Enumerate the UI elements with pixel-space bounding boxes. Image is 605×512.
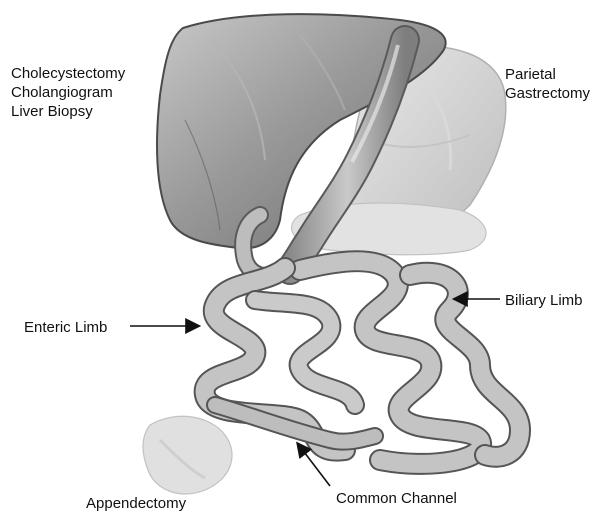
cecum [143, 416, 232, 494]
appendectomy-label: Appendectomy [86, 494, 186, 512]
enteric-limb-label: Enteric Limb [24, 318, 107, 337]
cholecystectomy-text: Cholecystectomy [11, 64, 125, 83]
biliary-limb-label: Biliary Limb [505, 291, 583, 310]
cholangiogram-text: Cholangiogram [11, 83, 125, 102]
parietal-text: Parietal [505, 65, 590, 84]
common-channel-label: Common Channel [336, 489, 457, 508]
gastrectomy-label: Parietal Gastrectomy [505, 65, 590, 103]
gastrectomy-text: Gastrectomy [505, 84, 590, 103]
liver-biopsy-text: Liver Biopsy [11, 102, 125, 121]
liver-procedures-label: Cholecystectomy Cholangiogram Liver Biop… [11, 64, 125, 121]
